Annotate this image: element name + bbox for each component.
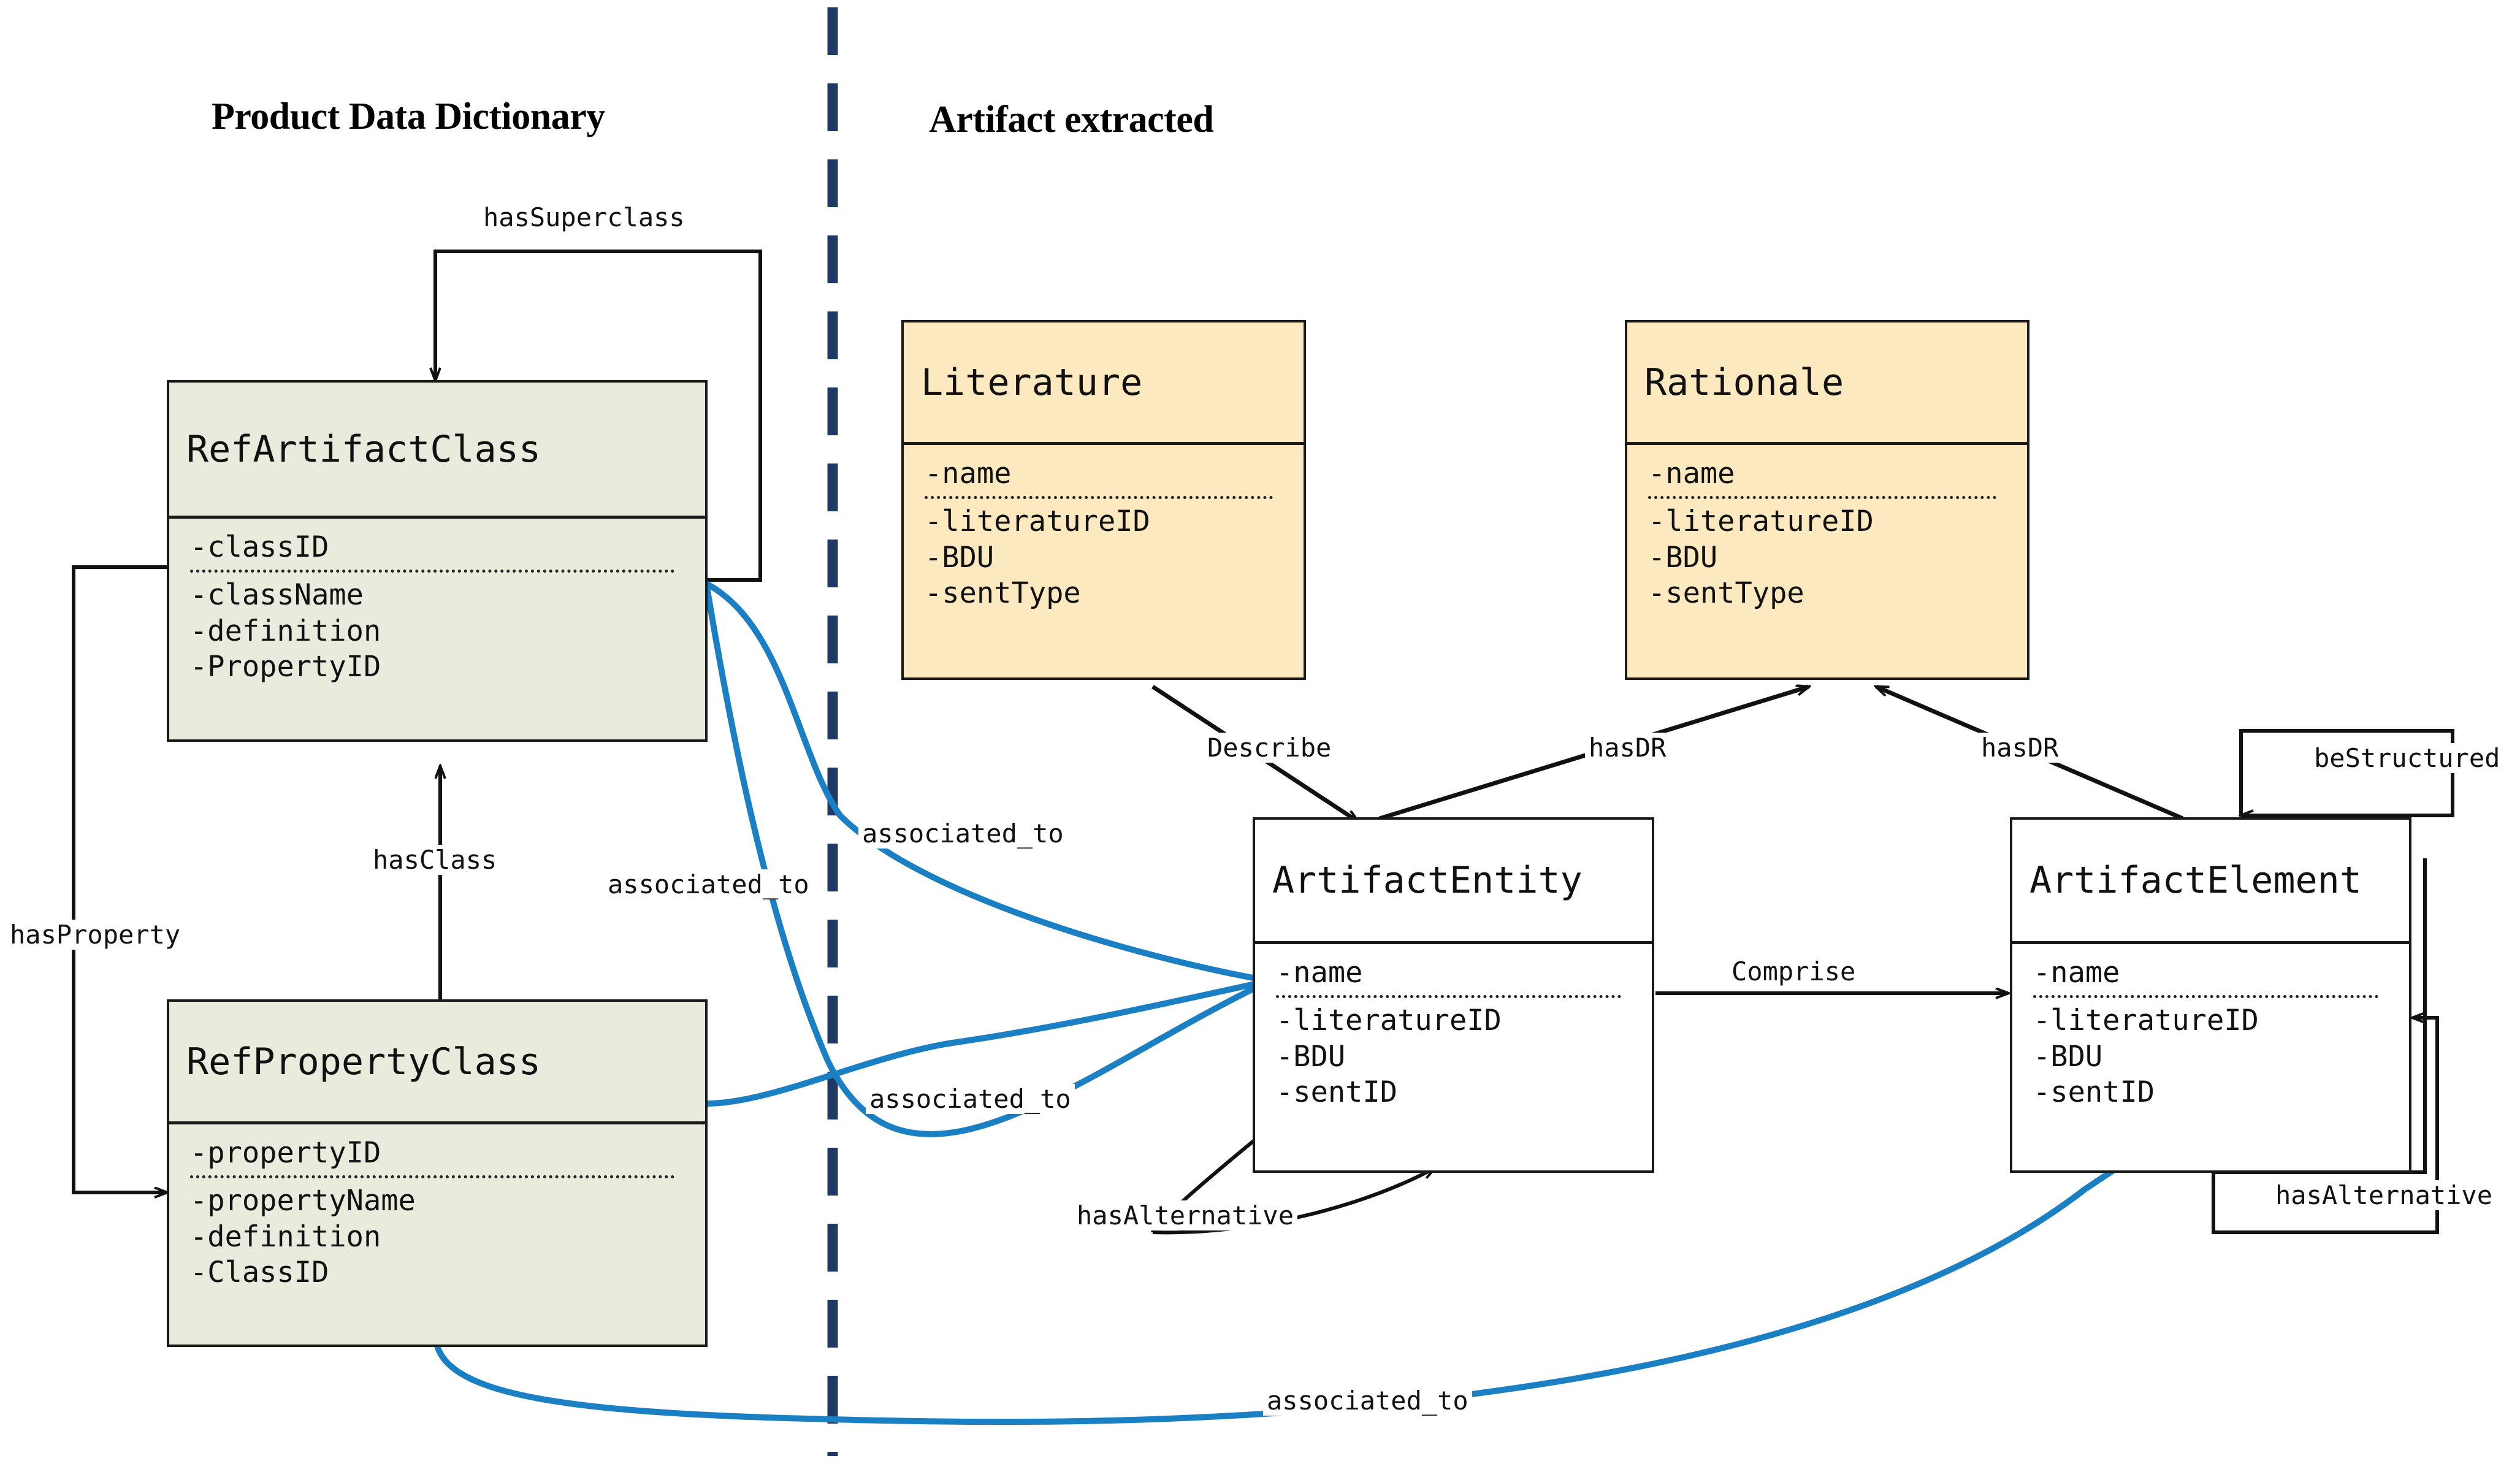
class-header-Literature: Literature <box>904 322 1304 445</box>
edge-label-hasAlternative-entity: hasAlternative <box>1073 1200 1298 1230</box>
attribute: -literatureID <box>2033 1003 2259 1037</box>
title-product-data-dictionary: Product Data Dictionary <box>212 96 605 137</box>
attribute-divider <box>190 569 674 573</box>
class-title: ArtifactEntity <box>1272 859 1583 902</box>
class-header-Rationale: Rationale <box>1627 322 2027 445</box>
class-title: ArtifactElement <box>2029 859 2362 902</box>
attribute: -className <box>190 578 364 612</box>
attribute-divider <box>2033 994 2378 998</box>
class-header-ArtifactEntity: ArtifactEntity <box>1255 820 1652 944</box>
attribute-key: -name <box>925 457 1012 490</box>
attribute: -sentID <box>1276 1075 1398 1110</box>
attribute: -definition <box>190 1219 381 1254</box>
edge-hasProperty <box>72 565 167 1192</box>
class-box-Rationale[interactable]: Rationale -name -literatureID -BDU -sent… <box>1625 320 2029 680</box>
class-attributes-ArtifactEntity: -name -literatureID -BDU -sentID <box>1255 944 1652 1170</box>
attribute: -literatureID <box>1276 1003 1502 1037</box>
class-title: Literature <box>921 360 1143 404</box>
attribute: -propertyName <box>190 1183 416 1218</box>
class-attributes-Rationale: -name -literatureID -BDU -sentType <box>1627 445 2027 677</box>
class-header-RefArtifactClass: RefArtifactClass <box>169 383 705 519</box>
edge-label-associated-3: associated_to <box>866 1084 1075 1114</box>
edge-label-associated-4: associated_to <box>1263 1386 1472 1416</box>
edge-label-hasAlternative-element: hasAlternative <box>2272 1180 2497 1210</box>
attribute-key: -classID <box>190 530 329 564</box>
attribute: -sentID <box>2033 1075 2155 1110</box>
edge-label-hasProperty: hasProperty <box>6 920 185 950</box>
class-box-RefPropertyClass[interactable]: RefPropertyClass -propertyID -propertyNa… <box>167 999 708 1347</box>
edge-label-associated-1: associated_to <box>858 818 1067 849</box>
class-header-RefPropertyClass: RefPropertyClass <box>169 1002 705 1124</box>
attribute: -BDU <box>2033 1039 2103 1074</box>
attribute-key: -name <box>1276 956 1363 990</box>
attribute: -ClassID <box>190 1256 329 1290</box>
edge-label-Comprise: Comprise <box>1728 956 1860 986</box>
attribute: -BDU <box>1648 540 1718 574</box>
attribute: -PropertyID <box>190 650 381 684</box>
class-box-RefArtifactClass[interactable]: RefArtifactClass -classID -className -de… <box>167 380 708 742</box>
class-box-ArtifactElement[interactable]: ArtifactElement -name -literatureID -BDU… <box>2010 817 2411 1173</box>
attribute-divider <box>190 1175 674 1178</box>
attribute: -BDU <box>925 540 995 574</box>
attribute: -BDU <box>1276 1039 1346 1074</box>
attribute: -literatureID <box>925 504 1150 538</box>
class-title: RefPropertyClass <box>186 1040 541 1083</box>
class-box-ArtifactEntity[interactable]: ArtifactEntity -name -literatureID -BDU … <box>1253 817 1654 1173</box>
edge-label-hasDR-right: hasDR <box>1977 733 2063 763</box>
attribute-divider <box>1276 994 1621 998</box>
attribute-divider <box>1648 495 1996 499</box>
attribute: -definition <box>190 614 381 648</box>
attribute: -sentType <box>925 576 1081 611</box>
class-title: RefArtifactClass <box>186 427 541 471</box>
attribute: -sentType <box>1648 576 1804 611</box>
class-title: Rationale <box>1644 360 1844 404</box>
class-attributes-RefPropertyClass: -propertyID -propertyName -definition -C… <box>169 1124 705 1345</box>
edge-label-Describe: Describe <box>1204 733 1335 763</box>
class-header-ArtifactElement: ArtifactElement <box>2012 820 2409 944</box>
class-box-Literature[interactable]: Literature -name -literatureID -BDU -sen… <box>901 320 1306 680</box>
edge-label-associated-2: associated_to <box>604 869 813 899</box>
class-attributes-ArtifactElement: -name -literatureID -BDU -sentID <box>2012 944 2409 1170</box>
title-artifact-extracted: Artifact extracted <box>929 99 1214 140</box>
attribute-key: -name <box>2033 956 2120 990</box>
attribute: -literatureID <box>1648 504 1874 538</box>
attribute-key: -propertyID <box>190 1136 381 1170</box>
edge-label-hasDR-left: hasDR <box>1585 733 1670 763</box>
class-attributes-RefArtifactClass: -classID -className -definition -Propert… <box>169 519 705 739</box>
edge-label-beStructured: beStructured <box>2310 743 2504 773</box>
edge-label-hasSuperclass: hasSuperclass <box>479 202 689 232</box>
attribute-divider <box>925 495 1273 499</box>
attribute-key: -name <box>1648 457 1735 490</box>
class-attributes-Literature: -name -literatureID -BDU -sentType <box>904 445 1304 677</box>
edge-label-hasClass: hasClass <box>369 845 501 875</box>
